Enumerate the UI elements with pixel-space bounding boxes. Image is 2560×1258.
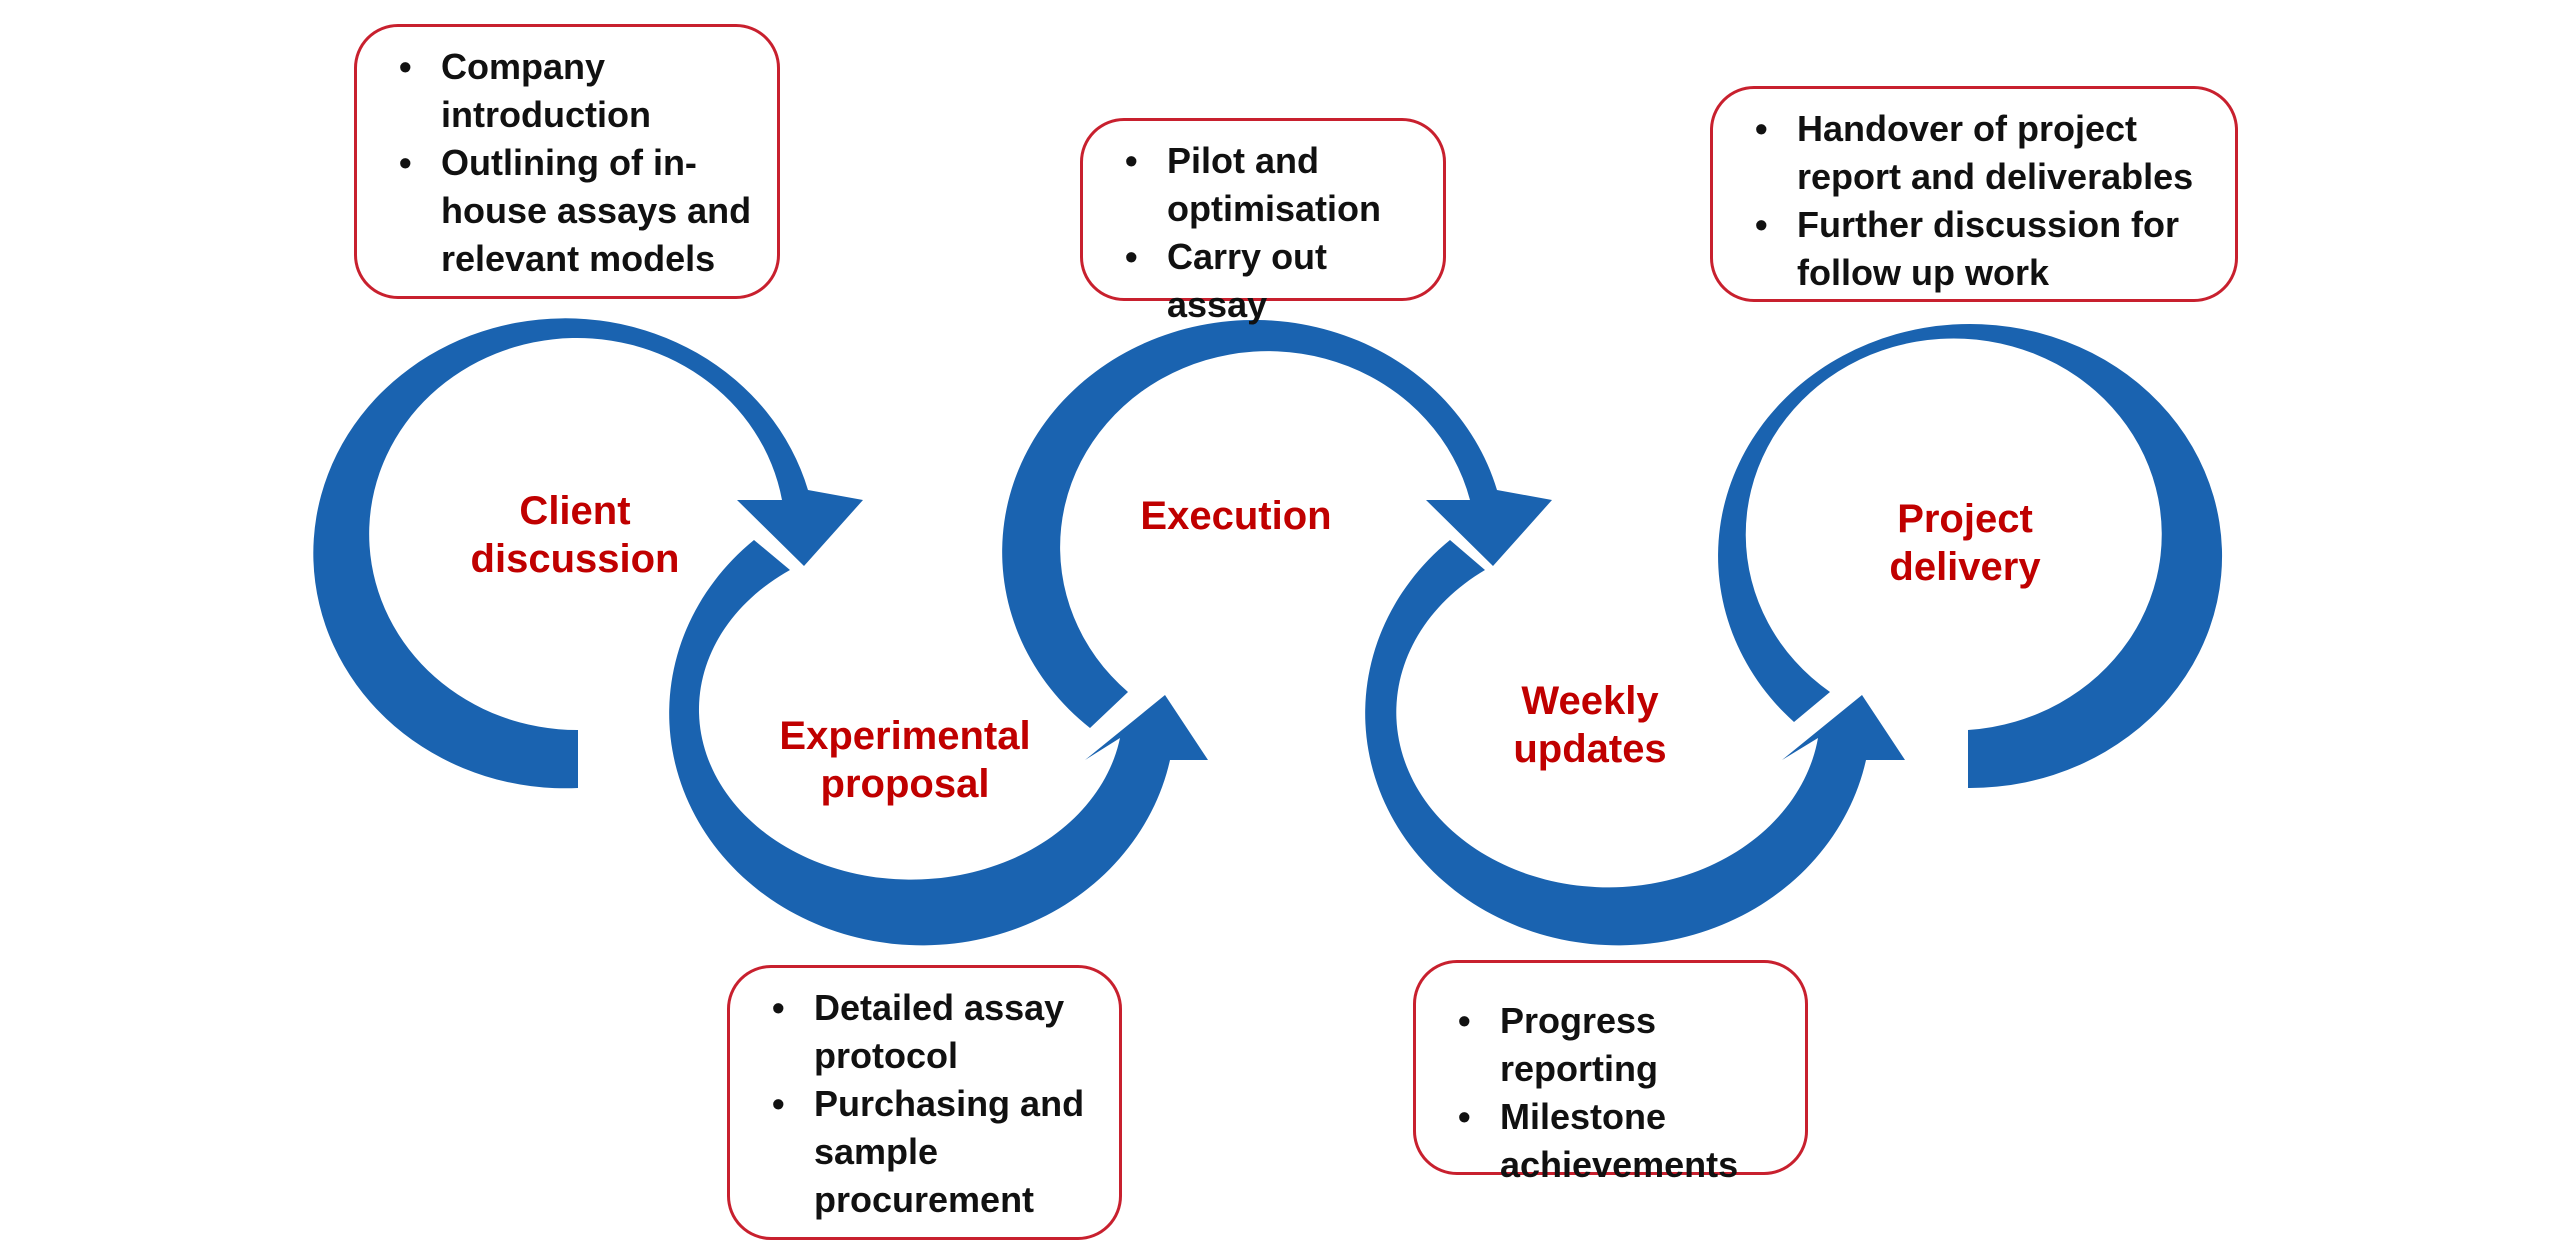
- stage-2-arc: [669, 540, 1208, 946]
- stage-label-line: Project: [1897, 497, 2033, 541]
- stage-label-weekly-updates: Weekly updates: [1513, 677, 1666, 773]
- bullet-list: Detailed assay protocol Purchasing and s…: [772, 984, 1099, 1224]
- bullet-box-project-delivery: Handover of project report and deliverab…: [1710, 86, 2238, 302]
- bullet-item: Outlining of in-house assays and relevan…: [399, 139, 757, 283]
- bullet-list: Company introduction Outlining of in-hou…: [399, 43, 757, 283]
- stage-label-line: delivery: [1889, 545, 2041, 589]
- bullet-box-experimental-proposal: Detailed assay protocol Purchasing and s…: [727, 965, 1122, 1240]
- stage-label-line: Client: [519, 489, 631, 533]
- stage-label-project-delivery: Project delivery: [1889, 495, 2040, 591]
- bullet-box-execution: Pilot and optimisation Carry out assay: [1080, 118, 1446, 325]
- bullet-list: Pilot and optimisation Carry out assay: [1125, 137, 1423, 329]
- bullet-item: Milestone achievements: [1458, 1093, 1785, 1189]
- bullet-item: Purchasing and sample procurement: [772, 1080, 1099, 1224]
- bullet-item: Handover of project report and deliverab…: [1755, 105, 2215, 201]
- stage-3-arc: [1002, 319, 1552, 728]
- stage-label-line: Execution: [1140, 494, 1332, 538]
- stage-label-line: proposal: [820, 762, 990, 806]
- bullet-list: Progress reporting Milestone achievement…: [1458, 997, 1785, 1189]
- bullet-item: Pilot and optimisation: [1125, 137, 1423, 233]
- bullet-item: Detailed assay protocol: [772, 984, 1099, 1080]
- stage-label-execution: Execution: [1140, 492, 1331, 540]
- bullet-box-client-discussion: Company introduction Outlining of in-hou…: [354, 24, 780, 299]
- stage-label-line: updates: [1513, 727, 1667, 771]
- stage-label-line: discussion: [470, 537, 680, 581]
- bullet-item: Progress reporting: [1458, 997, 1785, 1093]
- stage-label-line: Weekly: [1521, 679, 1659, 723]
- stage-label-line: Experimental: [779, 714, 1031, 758]
- stage-label-client-discussion: Client discussion: [471, 487, 680, 583]
- bullet-box-weekly-updates: Progress reporting Milestone achievement…: [1413, 960, 1808, 1185]
- bullet-list: Handover of project report and deliverab…: [1755, 105, 2215, 297]
- bullet-item: Company introduction: [399, 43, 757, 139]
- bullet-item: Further discussion for follow up work: [1755, 201, 2215, 297]
- stage-4-arc: [1365, 540, 1905, 946]
- stage-label-experimental-proposal: Experimental proposal: [779, 712, 1030, 808]
- bullet-item: Carry out assay: [1125, 233, 1423, 329]
